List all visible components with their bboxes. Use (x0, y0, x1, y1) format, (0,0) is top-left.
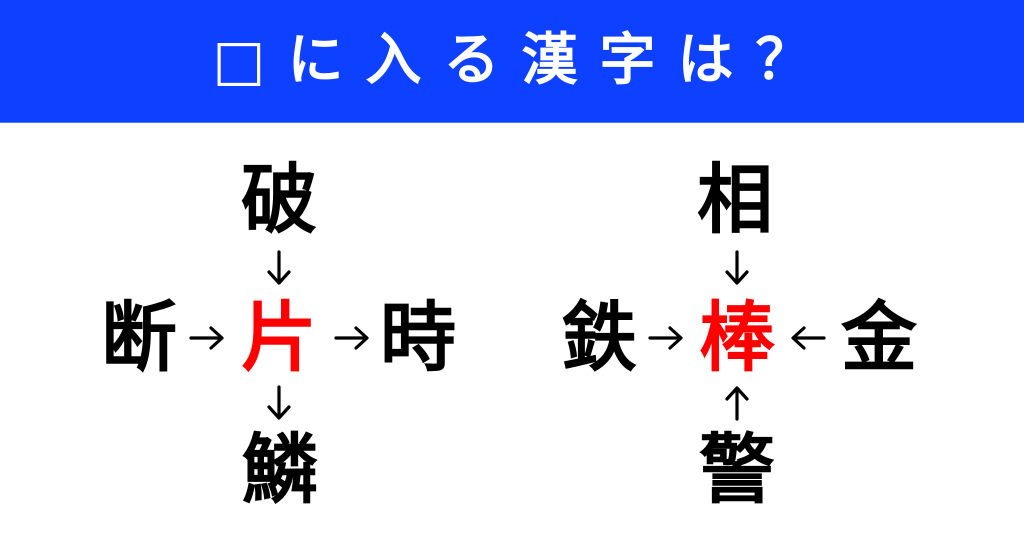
header-banner: □に入る漢字は？ (0, 0, 1024, 123)
puzzle-2-top-kanji: 相 (697, 155, 773, 244)
puzzle-1-left-kanji: 断 (101, 293, 177, 382)
arrow-left-icon (788, 318, 828, 358)
arrow-down-icon (259, 383, 299, 423)
arrow-right-icon (187, 318, 227, 358)
arrow-up-icon (717, 383, 757, 423)
arrow-down-icon (259, 248, 299, 288)
puzzle-1-top-kanji: 破 (241, 155, 317, 244)
puzzle-2-right-kanji: 金 (841, 293, 917, 382)
arrow-down-icon (717, 248, 757, 288)
puzzle-1-bottom-kanji: 鱗 (242, 425, 318, 514)
arrow-right-icon (646, 318, 686, 358)
puzzle-1-answer-kanji: 片 (241, 293, 317, 382)
puzzle-2-bottom-kanji: 警 (699, 425, 775, 514)
puzzle-1-right-kanji: 時 (380, 293, 456, 382)
page-title: □に入る漢字は？ (212, 28, 834, 93)
arrow-right-icon (332, 318, 372, 358)
puzzle-2-answer-kanji: 棒 (699, 293, 775, 382)
puzzle-2-left-kanji: 鉄 (561, 293, 637, 382)
